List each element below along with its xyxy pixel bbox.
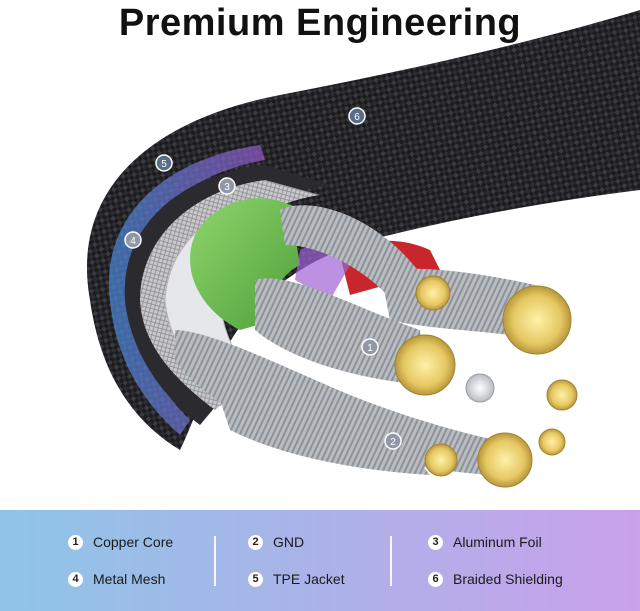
callout-marker-2: 2 bbox=[384, 432, 402, 450]
callout-marker-1: 1 bbox=[361, 338, 379, 356]
legend-label: Metal Mesh bbox=[93, 571, 166, 587]
cable-cutaway-illustration: 6 5 3 4 1 2 bbox=[86, 10, 640, 488]
callout-marker-6: 6 bbox=[348, 107, 366, 125]
legend-divider bbox=[390, 536, 392, 586]
legend-panel: 1 Copper Core 2 GND 3 Aluminum Foil 4 Me… bbox=[0, 510, 640, 611]
svg-text:3: 3 bbox=[224, 182, 230, 193]
legend-number-badge: 2 bbox=[248, 534, 263, 550]
strand-bundle-lower bbox=[175, 330, 495, 475]
legend-number-badge: 4 bbox=[68, 571, 83, 587]
svg-text:6: 6 bbox=[354, 112, 360, 123]
svg-text:1: 1 bbox=[367, 343, 373, 354]
cable-cross-section-image: 6 5 3 4 1 2 Premium Engineer bbox=[86, 2, 640, 488]
legend-item-aluminum-foil: 3 Aluminum Foil bbox=[428, 527, 542, 557]
copper-core-end bbox=[538, 428, 566, 456]
copper-core-end bbox=[415, 275, 451, 311]
copper-core-end bbox=[477, 432, 533, 488]
legend-label: Braided Shielding bbox=[453, 571, 563, 587]
page-title: Premium Engineering bbox=[118, 2, 522, 44]
svg-text:2: 2 bbox=[390, 437, 396, 448]
legend-number-badge: 1 bbox=[68, 534, 83, 550]
legend-label: GND bbox=[273, 534, 305, 550]
copper-core-end bbox=[424, 443, 458, 477]
legend-number-badge: 6 bbox=[428, 571, 443, 587]
legend-label: TPE Jacket bbox=[273, 571, 345, 587]
callout-marker-3: 3 bbox=[218, 177, 236, 195]
callout-marker-4: 4 bbox=[124, 231, 142, 249]
copper-core-end bbox=[546, 379, 578, 411]
legend-item-metal-mesh: 4 Metal Mesh bbox=[68, 564, 165, 594]
callout-marker-5: 5 bbox=[155, 154, 173, 172]
legend-label: Copper Core bbox=[93, 534, 174, 550]
copper-core-end bbox=[502, 285, 572, 355]
legend-number-badge: 5 bbox=[248, 571, 263, 587]
purple-highlight bbox=[295, 245, 350, 300]
silver-core-end bbox=[465, 373, 495, 403]
legend-item-copper-core: 1 Copper Core bbox=[68, 527, 173, 557]
legend-item-tpe-jacket: 5 TPE Jacket bbox=[248, 564, 345, 594]
svg-text:5: 5 bbox=[161, 159, 167, 170]
strand-bundle-middle bbox=[255, 278, 425, 385]
legend-row: 4 Metal Mesh 5 TPE Jacket 6 Braided Shie… bbox=[0, 564, 640, 594]
copper-core-end bbox=[394, 334, 456, 396]
svg-text:4: 4 bbox=[130, 236, 136, 247]
legend-item-gnd: 2 GND bbox=[248, 527, 304, 557]
legend-row: 1 Copper Core 2 GND 3 Aluminum Foil bbox=[0, 527, 640, 557]
legend-item-braided-shielding: 6 Braided Shielding bbox=[428, 564, 563, 594]
legend-number-badge: 3 bbox=[428, 534, 443, 550]
legend-label: Aluminum Foil bbox=[453, 534, 542, 550]
legend-divider bbox=[214, 536, 216, 586]
strand-bundle-bottom bbox=[220, 400, 430, 475]
